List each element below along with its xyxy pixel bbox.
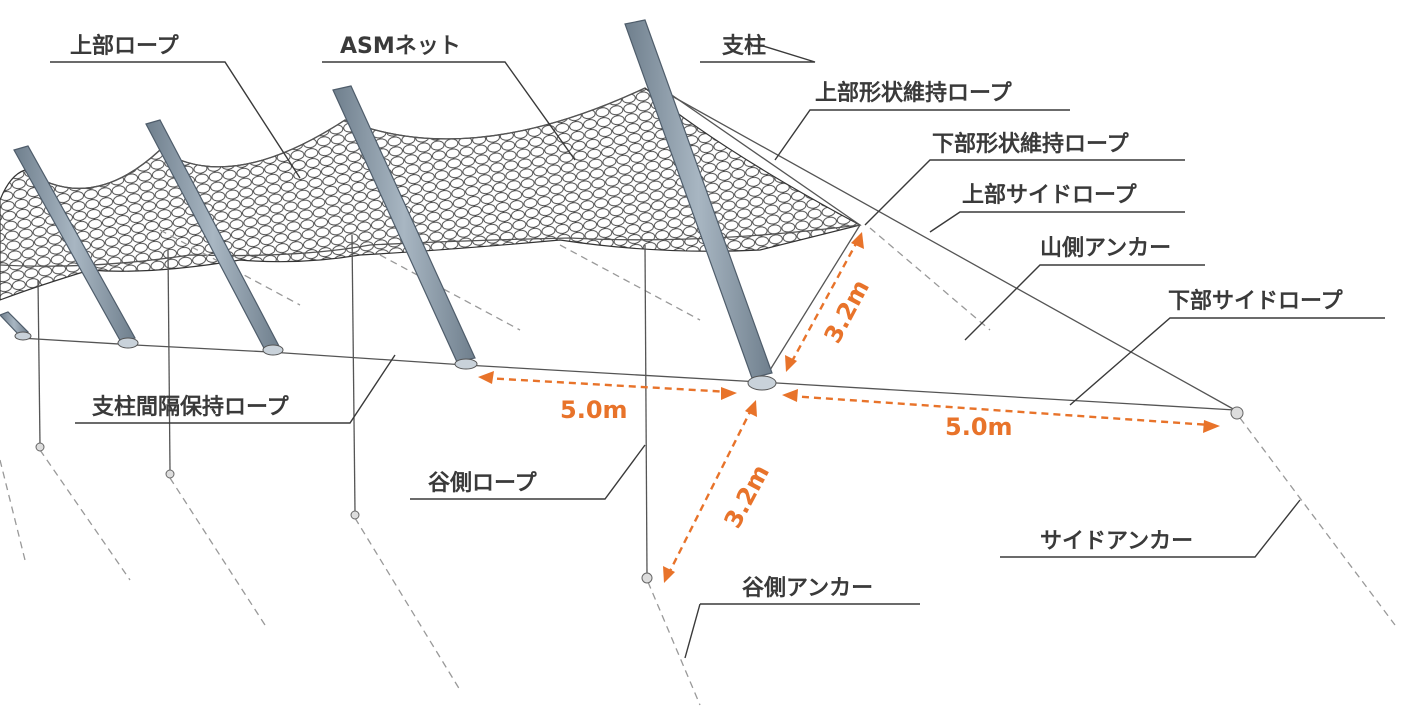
post-4: [624, 19, 773, 379]
lower-net-rope: [0, 224, 861, 267]
label-lower-shape-rope: 下部形状維持ロープ: [932, 131, 1130, 157]
label-valley-rope: 谷側ロープ: [428, 471, 538, 496]
label-post: 支柱: [722, 34, 766, 59]
post-spacing-rope: [19, 337, 1236, 411]
mountain-anchor-line: [869, 227, 991, 331]
leader-post: [700, 44, 816, 63]
side-anchor-line: [1239, 417, 1396, 626]
label-mountain-anchor: 山側アンカー: [1040, 236, 1171, 261]
label-upper-side-rope: 上部サイドロープ: [962, 182, 1138, 208]
upper-side-rope-line: [669, 94, 1236, 411]
post-3: [332, 85, 476, 363]
label-post-spacing-rope: 支柱間隔保持ロープ: [92, 395, 290, 420]
dim-label-mountain-offset: 3.2m: [819, 275, 875, 348]
upper-shape-rope-line: [649, 79, 861, 226]
valley-ropes: [0, 234, 1396, 706]
label-side-anchor: サイドアンカー: [1040, 529, 1193, 554]
upper-rope-line: [24, 87, 646, 189]
dim-label-side-spacing: 5.0m: [945, 413, 1013, 441]
label-upper-rope: 上部ロープ: [70, 33, 180, 59]
dim-label-post-spacing: 5.0m: [560, 396, 628, 424]
label-lower-side-rope: 下部サイドロープ: [1168, 288, 1344, 314]
dim-arrow-side-spacing: [789, 394, 1211, 427]
side-anchor-head: [1230, 406, 1244, 420]
posts: [0, 19, 777, 391]
dim-arrow-post-spacing: [484, 376, 731, 394]
background-guide-lines: [159, 229, 701, 331]
side-ropes: [649, 79, 1236, 411]
dim-label-valley-offset: 3.2m: [719, 460, 775, 533]
post-1: [13, 145, 136, 343]
label-valley-anchor: 谷側アンカー: [742, 576, 873, 601]
leader-lines: [50, 44, 1385, 659]
lower-shape-rope-line: [769, 224, 861, 371]
label-asm-net: ASMネット: [340, 34, 461, 59]
valley-anchor-head: [641, 572, 653, 584]
dimension-arrows: [478, 232, 1220, 583]
label-upper-shape-rope: 上部形状維持ロープ: [815, 80, 1013, 106]
post-base-plate: [747, 375, 777, 391]
dimension-labels: 5.0m 5.0m 3.2m 3.2m: [560, 275, 1013, 533]
labels: 上部ロープ ASMネット 支柱 上部形状維持ロープ 下部形状維持ロープ 上部サイ…: [70, 33, 1344, 601]
